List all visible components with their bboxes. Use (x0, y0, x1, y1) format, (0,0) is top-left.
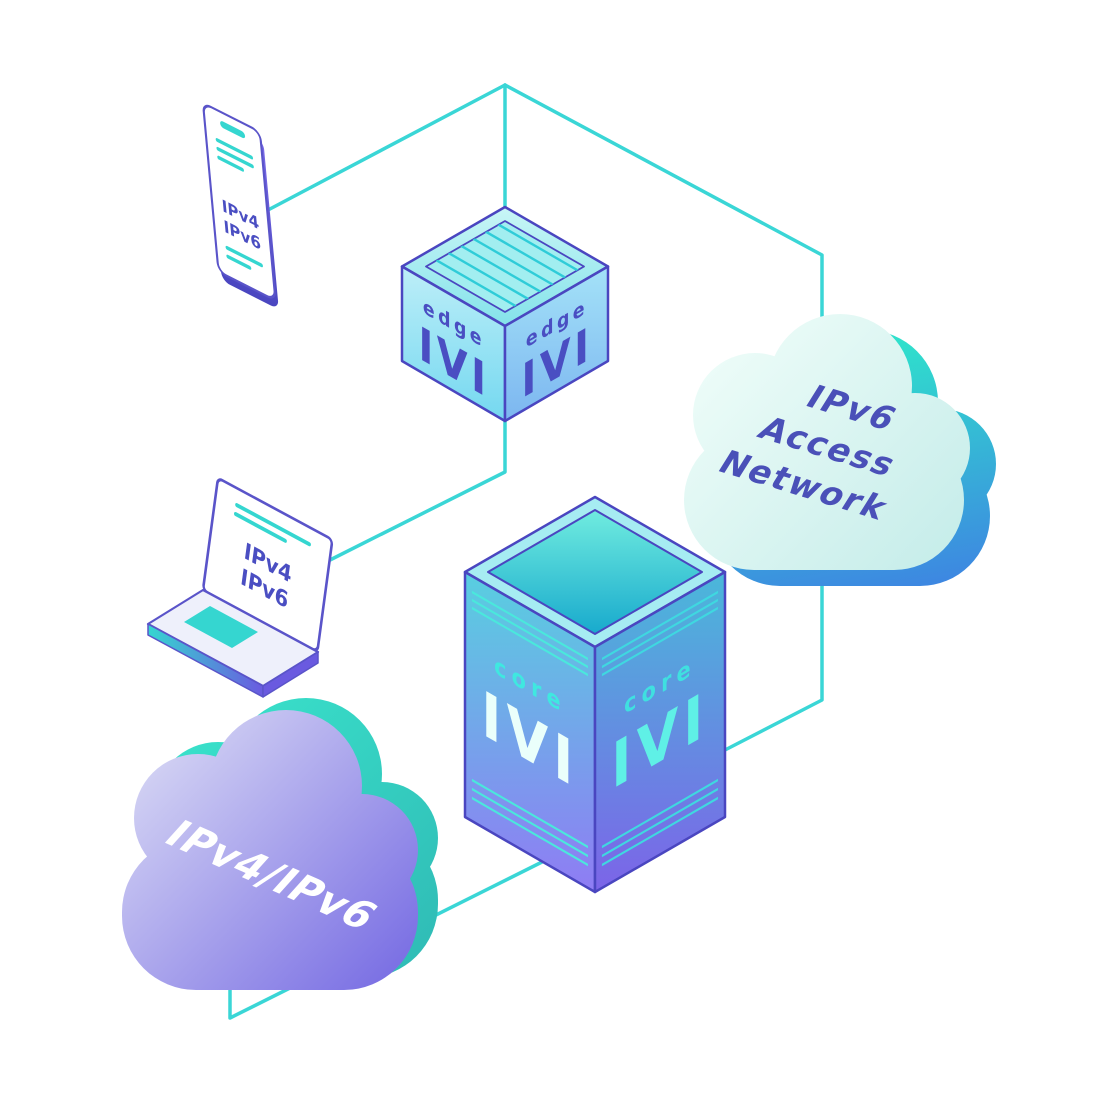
edge-cube-top-vents (426, 221, 584, 312)
laptop-base-right-lip (262, 651, 319, 698)
core-right-vents-top (601, 590, 718, 677)
core-left-vents-top (471, 590, 588, 677)
edge-router-cube: edge IVI edge IVI (400, 205, 610, 423)
phone-screen-lines-bottom (225, 245, 263, 270)
connector-dualstack-to-core (228, 826, 612, 1020)
laptop-trackpad (184, 606, 258, 648)
dualstack-cloud-body (122, 710, 418, 990)
connector-lines (228, 83, 824, 1020)
laptop: IPv4 IPv6 (146, 478, 334, 698)
connector-laptop-to-edge (328, 420, 507, 562)
dualstack-cloud: IPv4/IPv6 (122, 698, 438, 990)
edge-cube-top-screen (425, 220, 585, 313)
core-left-vents-bottom (471, 778, 588, 867)
phone-camera-notch-icon (220, 121, 246, 139)
access-network-cloud: IPv6 Access Network (684, 314, 996, 586)
core-right-vents-bottom (601, 778, 718, 867)
core-top-screen (487, 509, 703, 635)
phone-body (202, 104, 276, 299)
edge-cube-right-face (503, 265, 610, 423)
laptop-screen-lines (234, 503, 311, 547)
connector-phone-to-edge (266, 83, 507, 212)
access-cloud-body (684, 314, 970, 570)
phone-screen-lines (215, 138, 254, 172)
smartphone: IPv4 IPv6 (202, 104, 279, 307)
core-router-box: core IVI core IVI (463, 495, 727, 894)
